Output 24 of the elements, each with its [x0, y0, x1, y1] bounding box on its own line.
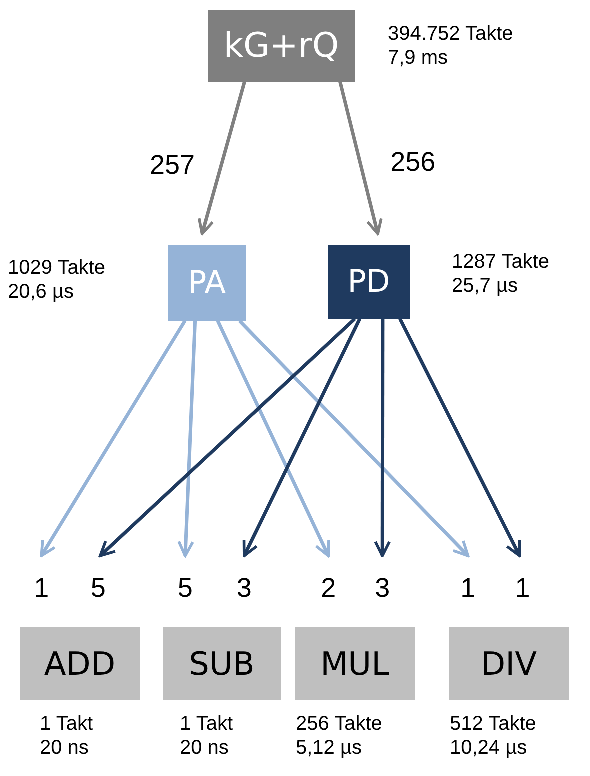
cost-note: 1287 Takte 25,7 µs: [452, 250, 550, 298]
process-box: ADD: [20, 627, 140, 700]
arrow: [178, 320, 198, 558]
arrow: [216, 320, 330, 558]
arrow: [242, 318, 362, 558]
cost-note: 1 Takt 20 ns: [40, 712, 94, 760]
process-box: MUL: [295, 627, 415, 700]
arrow: [238, 320, 470, 558]
arrow: [198, 82, 246, 236]
cost-note: 1029 Takte 20,6 µs: [8, 256, 106, 304]
process-box: PD: [328, 245, 410, 319]
arrow: [338, 82, 383, 236]
arrow: [40, 320, 187, 558]
arrow: [374, 319, 392, 558]
arrow: [398, 318, 522, 558]
cost-note: 1 Takt 20 ns: [180, 712, 234, 760]
cost-note: 512 Takte 10,24 µs: [450, 712, 538, 760]
process-box: kG+rQ: [208, 10, 355, 82]
arrow: [99, 318, 356, 558]
cost-note: 256 Takte 5,12 µs: [296, 712, 384, 760]
cost-note: 394.752 Takte 7,9 ms: [388, 22, 514, 70]
process-box: DIV: [449, 627, 569, 700]
process-box: PA: [168, 245, 246, 321]
process-box: SUB: [163, 627, 281, 700]
